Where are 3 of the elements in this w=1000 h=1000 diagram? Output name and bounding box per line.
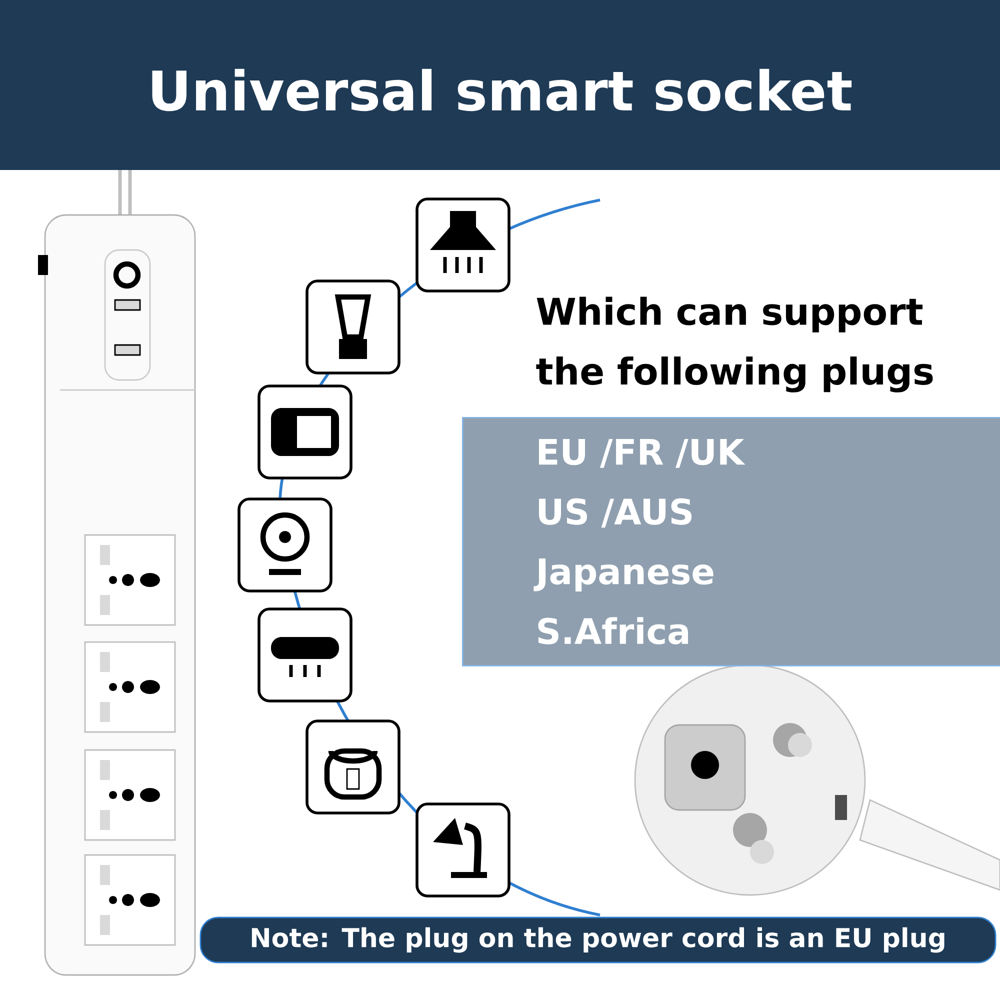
plug-list-panel: EU /FR /UK US /AUS Japanese S.Africa (462, 417, 1000, 666)
title: Universal smart socket (152, 68, 852, 112)
note-box: Note: The plug on the power cord is an EU plug (200, 916, 996, 964)
